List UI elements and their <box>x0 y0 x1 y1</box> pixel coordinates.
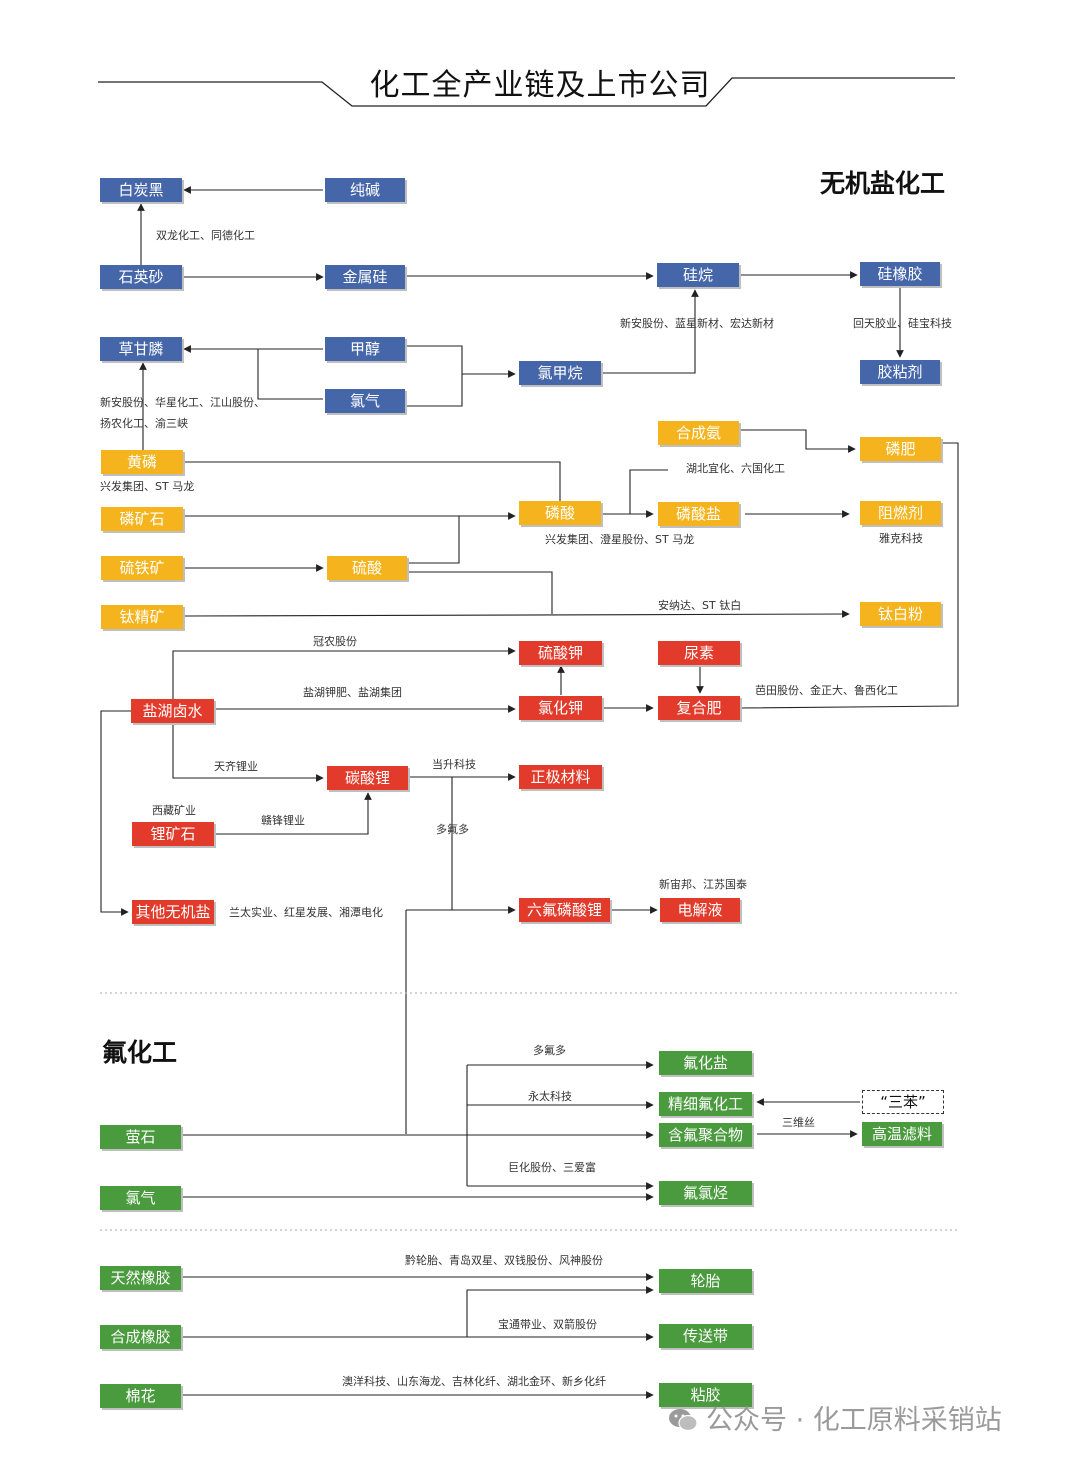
node-hanfujuhewu[interactable]: 含氟聚合物 <box>659 1123 752 1147</box>
node-lvqi-fluoro[interactable]: 氯气 <box>100 1186 181 1210</box>
wechat-icon <box>669 1409 698 1432</box>
edge-linsuan-up <box>629 469 668 514</box>
node-sanben[interactable]: “三苯” <box>862 1090 944 1114</box>
node-guiwan[interactable]: 硅烷 <box>657 263 739 287</box>
label-dianjieye-companies: 新宙邦、江苏国泰 <box>659 878 747 891</box>
label-fuhuayan-companies: 多氟多 <box>533 1044 566 1057</box>
node-niaosu[interactable]: 尿素 <box>658 641 740 665</box>
label-zhengji-companies: 当升科技 <box>432 758 476 771</box>
node-shiyingsha[interactable]: 石英砂 <box>100 265 182 289</box>
page-title: 化工全产业链及上市公司 <box>369 68 711 103</box>
label-guixiangjiao-companies: 回天胶业、硅宝科技 <box>853 317 952 330</box>
node-tansuanli[interactable]: 碳酸锂 <box>327 766 408 790</box>
watermark: 公众号 · 化工原料采销站 <box>668 1398 1002 1437</box>
node-jingxifuhuagong[interactable]: 精细氟化工 <box>659 1092 752 1116</box>
node-zuranji[interactable]: 阻燃剂 <box>860 501 941 525</box>
label-caoganlin-companies-1: 新安股份、华星化工、江山股份、 <box>100 396 265 409</box>
node-huanglin[interactable]: 黄磷 <box>101 450 183 474</box>
edge-fuhefei-linfei <box>740 442 959 709</box>
node-baitanhei[interactable]: 白炭黑 <box>100 178 182 202</box>
node-lvjiawan[interactable]: 氯甲烷 <box>519 361 601 385</box>
edge-hecheng-luntai <box>466 1286 654 1337</box>
label-linsuan-companies: 兴发集团、澄星股份、ST 马龙 <box>545 533 695 546</box>
edge-hechengan-linfei <box>741 429 856 453</box>
edge-yanhu-liusuanjia <box>172 647 516 699</box>
label-luntai-companies: 黔轮胎、青岛双星、双钱股份、风神股份 <box>405 1254 603 1267</box>
label-baitanhei-companies: 双龙化工、同德化工 <box>156 229 255 242</box>
node-hechengan[interactable]: 合成氨 <box>658 421 739 445</box>
node-guixiangjiao[interactable]: 硅橡胶 <box>860 262 940 286</box>
node-zhengjicailiao[interactable]: 正极材料 <box>519 765 602 789</box>
node-likuangshi[interactable]: 锂矿石 <box>132 822 214 846</box>
section-fluoro: 氟化工 <box>102 1038 178 1067</box>
node-liutiekuang[interactable]: 硫铁矿 <box>101 556 183 580</box>
edge-yanhu-tansuanli <box>172 722 324 782</box>
edge-lvqi-branch <box>257 349 323 400</box>
node-chunjian[interactable]: 纯碱 <box>325 178 405 202</box>
label-caoganlin-companies-2: 扬农化工、渝三峡 <box>100 417 188 430</box>
label-lvhuajia-companies: 盐湖钾肥、盐湖集团 <box>303 686 402 699</box>
label-likuang-region: 西藏矿业 <box>152 804 196 817</box>
label-tansuanli-companies: 天齐锂业 <box>214 760 258 773</box>
label-linsuanyan-companies: 湖北宜化、六国化工 <box>686 462 785 475</box>
node-qitawujiyan[interactable]: 其他无机盐 <box>132 900 214 924</box>
edge-likuang-tansuanli <box>214 792 372 835</box>
node-liusuanjia[interactable]: 硫酸钾 <box>519 641 602 665</box>
edge-yanhu-qita <box>100 710 131 916</box>
node-taijingkuang[interactable]: 钛精矿 <box>101 605 183 629</box>
edge-jiachun-lvqi-join <box>407 345 463 407</box>
label-zuranji-companies: 雅克科技 <box>879 532 923 545</box>
node-nianjiao[interactable]: 粘胶 <box>659 1383 752 1407</box>
label-duofuduo: 多氟多 <box>436 823 469 836</box>
node-fulvting[interactable]: 氟氯烃 <box>659 1181 752 1205</box>
label-likuang-companies: 赣锋锂业 <box>261 814 305 827</box>
edge-huanglin-linsuan <box>185 461 561 501</box>
node-jiaonianji[interactable]: 胶粘剂 <box>860 360 940 384</box>
label-fulvting-companies: 巨化股份、三爱富 <box>508 1161 596 1174</box>
label-gaowen-companies: 三维丝 <box>782 1116 815 1129</box>
label-liusuanjia-companies: 冠农股份 <box>313 635 357 648</box>
node-jiachun[interactable]: 甲醇 <box>325 337 405 361</box>
label-jingxi-companies: 永太科技 <box>528 1090 572 1103</box>
node-fuhuayan[interactable]: 氟化盐 <box>659 1051 752 1075</box>
node-linkuangshi[interactable]: 磷矿石 <box>101 507 183 531</box>
label-nianjiao-companies: 澳洋科技、山东海龙、吉林化纤、湖北金环、新乡化纤 <box>342 1375 606 1388</box>
edge-liusuan-linsuan <box>407 516 460 564</box>
node-gaowenlvliao[interactable]: 高温滤料 <box>862 1122 942 1146</box>
node-caoganlin[interactable]: 草甘膦 <box>100 337 182 361</box>
label-guiwan-companies: 新安股份、蓝星新材、宏达新材 <box>620 317 774 330</box>
edge-lvjiawan-guiwan <box>603 289 699 374</box>
node-jinshugui[interactable]: 金属硅 <box>325 265 405 289</box>
label-fuhefei-companies: 芭田股份、金正大、鲁西化工 <box>755 684 898 697</box>
node-mianhua[interactable]: 棉花 <box>100 1384 181 1408</box>
node-liusuan[interactable]: 硫酸 <box>327 556 407 580</box>
edge-liusuan-taibaifen <box>407 571 553 614</box>
label-chuansongdai-companies: 宝通带业、双箭股份 <box>498 1318 597 1331</box>
label-huanglin-companies: 兴发集团、ST 马龙 <box>100 480 195 493</box>
node-yanhulushui[interactable]: 盐湖卤水 <box>131 699 214 723</box>
node-linfei[interactable]: 磷肥 <box>860 437 941 461</box>
node-tianranxiangjiao[interactable]: 天然橡胶 <box>100 1266 181 1290</box>
label-qita-companies: 兰太实业、红星发展、湘潭电化 <box>229 906 383 919</box>
edge-taijingkuang-taibaifen <box>184 610 850 618</box>
label-taibaifen-companies: 安纳达、ST 钛白 <box>658 599 742 612</box>
node-lvqi[interactable]: 氯气 <box>325 389 405 413</box>
node-liufulinsuanli[interactable]: 六氟磷酸锂 <box>519 898 610 922</box>
section-dividers <box>100 992 960 1231</box>
node-yingshi[interactable]: 萤石 <box>100 1125 181 1149</box>
node-linsuanyan[interactable]: 磷酸盐 <box>658 502 739 526</box>
node-lvhuajia[interactable]: 氯化钾 <box>519 696 602 720</box>
node-taibaifen[interactable]: 钛白粉 <box>860 602 941 626</box>
node-linsuan[interactable]: 磷酸 <box>519 501 601 525</box>
node-luntai[interactable]: 轮胎 <box>659 1269 752 1293</box>
node-chuansongdai[interactable]: 传送带 <box>659 1324 752 1348</box>
watermark-text: 公众号 · 化工原料采销站 <box>706 1405 1002 1436</box>
title-banner-frame <box>98 77 955 107</box>
section-inorganic-salt: 无机盐化工 <box>820 169 946 198</box>
node-dianjieye[interactable]: 电解液 <box>660 898 740 922</box>
node-fuhefei[interactable]: 复合肥 <box>658 696 740 720</box>
node-hechengxiangjiao[interactable]: 合成橡胶 <box>100 1325 181 1349</box>
